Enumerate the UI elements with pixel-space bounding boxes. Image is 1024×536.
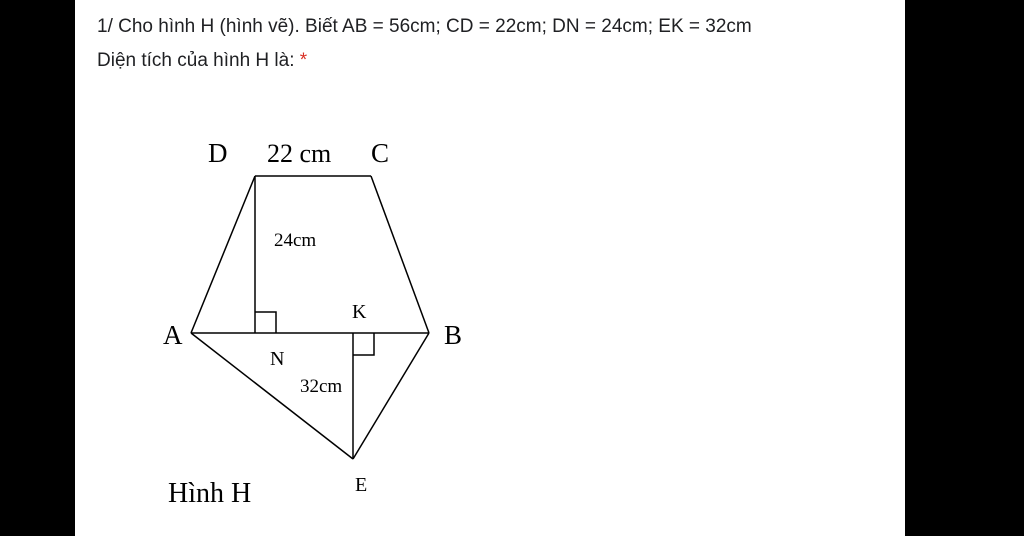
point-label-c: C (371, 138, 389, 168)
segment-ad (190, 175, 256, 334)
right-angle-mark-n (255, 311, 277, 333)
figure-caption: Hình H (168, 478, 251, 509)
question-prompt: Diện tích của hình H là: (97, 50, 295, 71)
point-label-e: E (355, 474, 367, 496)
right-angle-mark-k (353, 333, 375, 356)
point-label-b: B (444, 320, 462, 350)
length-label-dn: 24cm (274, 230, 316, 251)
point-label-d: D (208, 138, 228, 168)
point-label-a: A (163, 320, 183, 350)
required-asterisk: * (299, 50, 308, 71)
question-line-1: 1/ Cho hình H (hình vẽ). Biết AB = 56cm;… (97, 16, 752, 37)
geometry-figure: D 22 cm C 24cm K A B N 32cm E Hình H (163, 138, 462, 509)
question-text: 1/ Cho hình H (hình vẽ). Biết AB = 56cm;… (97, 10, 752, 78)
segment-ae (190, 332, 354, 460)
segment-be (352, 332, 430, 460)
length-label-cd: 22 cm (267, 139, 331, 168)
point-label-n: N (270, 348, 284, 370)
point-label-k: K (352, 301, 367, 323)
segment-cb (370, 175, 430, 334)
length-label-ek: 32cm (300, 376, 342, 397)
question-line-2: Diện tích của hình H là: * (97, 44, 752, 78)
question-card: 1/ Cho hình H (hình vẽ). Biết AB = 56cm;… (75, 0, 905, 536)
